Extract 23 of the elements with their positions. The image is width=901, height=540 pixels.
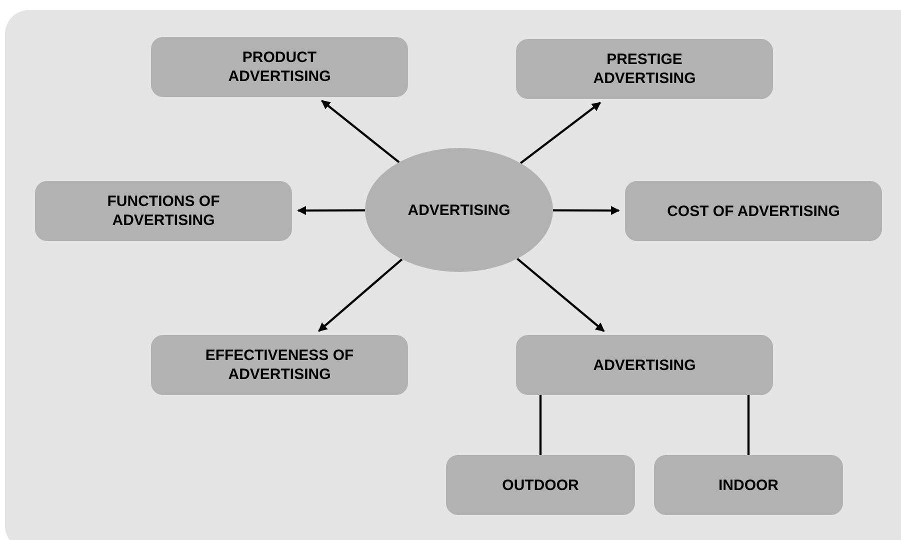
arrow <box>516 258 605 332</box>
arrow <box>321 100 400 164</box>
arrow <box>318 258 403 332</box>
topic-box <box>654 455 843 515</box>
topic-label: ADVERTISING <box>592 356 697 374</box>
arrow <box>553 206 620 216</box>
topic-box <box>151 37 408 97</box>
topic-label: COST OF ADVERTISING <box>666 202 841 220</box>
topic-label: INDOOR <box>718 476 780 494</box>
arrow <box>297 206 365 216</box>
topic-box <box>446 455 635 515</box>
topic-label: EFFECTIVENESS OF ADVERTISING <box>204 346 355 384</box>
topic-label: PRESTIGE ADVERTISING <box>592 50 697 88</box>
topic-box <box>625 181 882 241</box>
topic-box <box>35 181 292 241</box>
topic-label: ADVERTISING <box>406 200 512 220</box>
arrow <box>520 102 601 164</box>
topic-box <box>516 39 773 99</box>
topic-box <box>151 335 408 395</box>
topic-label: FUNCTIONS OF ADVERTISING <box>106 192 221 230</box>
topic-label: OUTDOOR <box>501 476 580 494</box>
topic-label: PRODUCT ADVERTISING <box>227 48 332 86</box>
topic-box <box>516 335 773 395</box>
